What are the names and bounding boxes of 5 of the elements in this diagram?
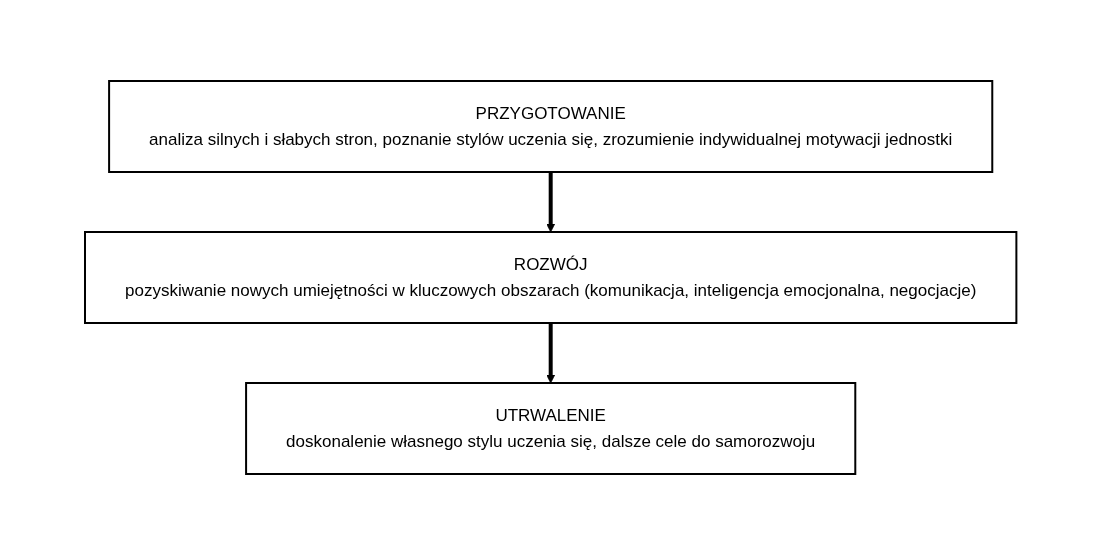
node-box: PRZYGOTOWANIE analiza silnych i słabych stron, poznanie stylów uczenia się, zrozumienie indywidualnej motywacji jednostki: [107, 80, 994, 173]
arrow: [546, 172, 555, 233]
node-box: ROZWÓJ pozyskiwanie nowych umiejętności w kluczowych obszarach (komunikacja, inteligencja emocjonalna, negocjacje): [83, 231, 1018, 324]
node-box: UTRWALENIE doskonalenie własnego stylu uczenia się, dalsze cele do samorozwoju: [244, 382, 857, 475]
arrow: [546, 323, 555, 384]
